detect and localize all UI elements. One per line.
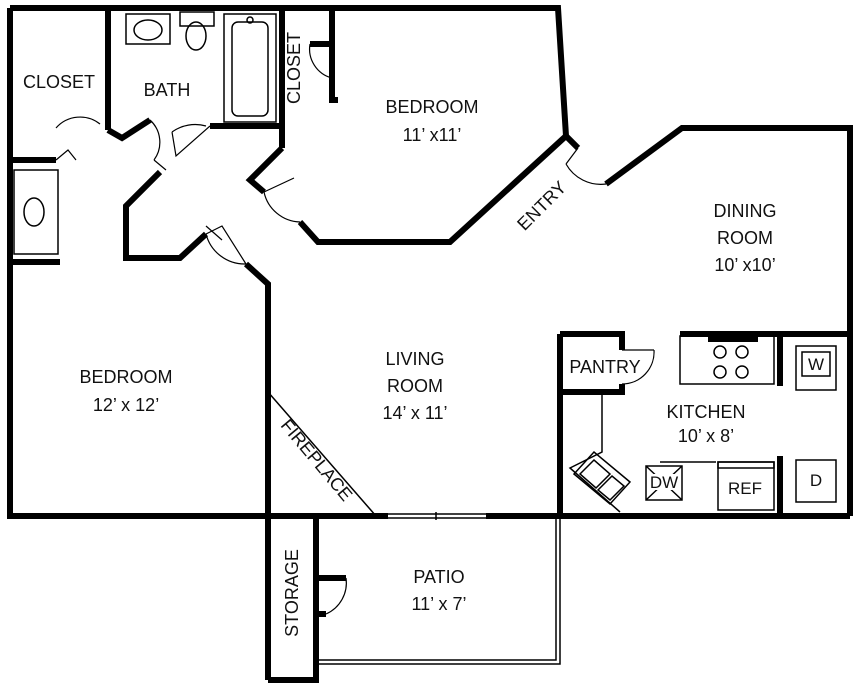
closet-left-label: CLOSET — [23, 72, 95, 92]
wall-dining-top-right — [604, 125, 853, 516]
wall-vcloset-right — [329, 8, 338, 103]
bathtub-icon — [223, 13, 277, 123]
door-pantry — [621, 349, 655, 385]
washer-icon — [795, 345, 837, 391]
refrigerator-label: REF — [728, 479, 762, 498]
doors — [55, 43, 655, 615]
patio-label: PATIO — [413, 567, 464, 587]
wall-dining-top — [563, 133, 581, 151]
dryer-icon — [795, 459, 837, 503]
fireplace-label: FIREPLACE — [277, 415, 357, 504]
door-bath — [149, 119, 167, 171]
dining-size: 10’ x10’ — [714, 255, 775, 275]
appliance-labels: W D REF DW — [650, 355, 824, 498]
door-bath-b — [171, 123, 211, 158]
wall-bath-bottom — [106, 117, 152, 142]
kitchen-size: 10’ x 8’ — [678, 426, 734, 446]
living-label-line2: ROOM — [387, 376, 443, 396]
dishwasher-icon — [645, 465, 683, 501]
bedroom-top-size: 11’ x11’ — [403, 125, 462, 145]
room-labels: CLOSET BATH CLOSET BEDROOM 11’ x11’ ENTR… — [23, 32, 777, 637]
bedroom-left-size: 12’ x 12’ — [93, 395, 159, 415]
vanity-sink-icon — [13, 169, 59, 255]
wall-hall-angle-a — [123, 169, 209, 261]
dryer-label: D — [810, 471, 822, 490]
living-size: 14’ x 11’ — [382, 403, 447, 423]
patio-railing — [316, 516, 561, 665]
range-icon — [679, 335, 775, 385]
living-label-line1: LIVING — [385, 349, 444, 369]
door-closet-left — [55, 116, 101, 161]
dining-label-line2: ROOM — [717, 228, 773, 248]
door-entry — [565, 147, 607, 185]
sliding-door — [388, 512, 486, 520]
fixtures — [13, 11, 837, 513]
door-bedroom-top — [263, 177, 301, 223]
wall-pantry — [560, 331, 625, 350]
wall-bedroom-left-right — [243, 261, 271, 680]
door-vcloset — [308, 43, 333, 79]
pantry-label: PANTRY — [569, 357, 640, 377]
walls — [7, 5, 853, 683]
toilet-icon — [179, 11, 215, 51]
bedroom-top-label: BEDROOM — [385, 97, 478, 117]
bath-sink-icon — [125, 13, 171, 45]
bedroom-left-label: BEDROOM — [79, 367, 172, 387]
dishwasher-label: DW — [650, 473, 678, 492]
wall-bedroom-top-bottom — [297, 133, 569, 245]
patio-size: 11’ x 7’ — [411, 594, 466, 614]
storage-label: STORAGE — [282, 549, 302, 637]
wall-outer-left — [7, 8, 268, 519]
kitchen-sink-icon — [572, 450, 632, 506]
closet-vertical-label: CLOSET — [284, 32, 304, 104]
wall-hall-angle-b — [245, 145, 285, 195]
wall-storage — [268, 516, 319, 683]
refrigerator-icon — [717, 461, 775, 511]
entry-label: ENTRY — [513, 177, 570, 234]
dining-label-line1: DINING — [714, 201, 777, 221]
door-bedroom-left-b — [205, 225, 223, 241]
wall-bedroom-top-top — [332, 5, 569, 137]
wall-pantry-bottom — [560, 384, 625, 395]
door-storage — [325, 577, 347, 615]
fireplace-outline — [267, 391, 377, 517]
bath-label: BATH — [144, 80, 191, 100]
washer-label: W — [808, 355, 824, 374]
kitchen-label: KITCHEN — [666, 402, 745, 422]
